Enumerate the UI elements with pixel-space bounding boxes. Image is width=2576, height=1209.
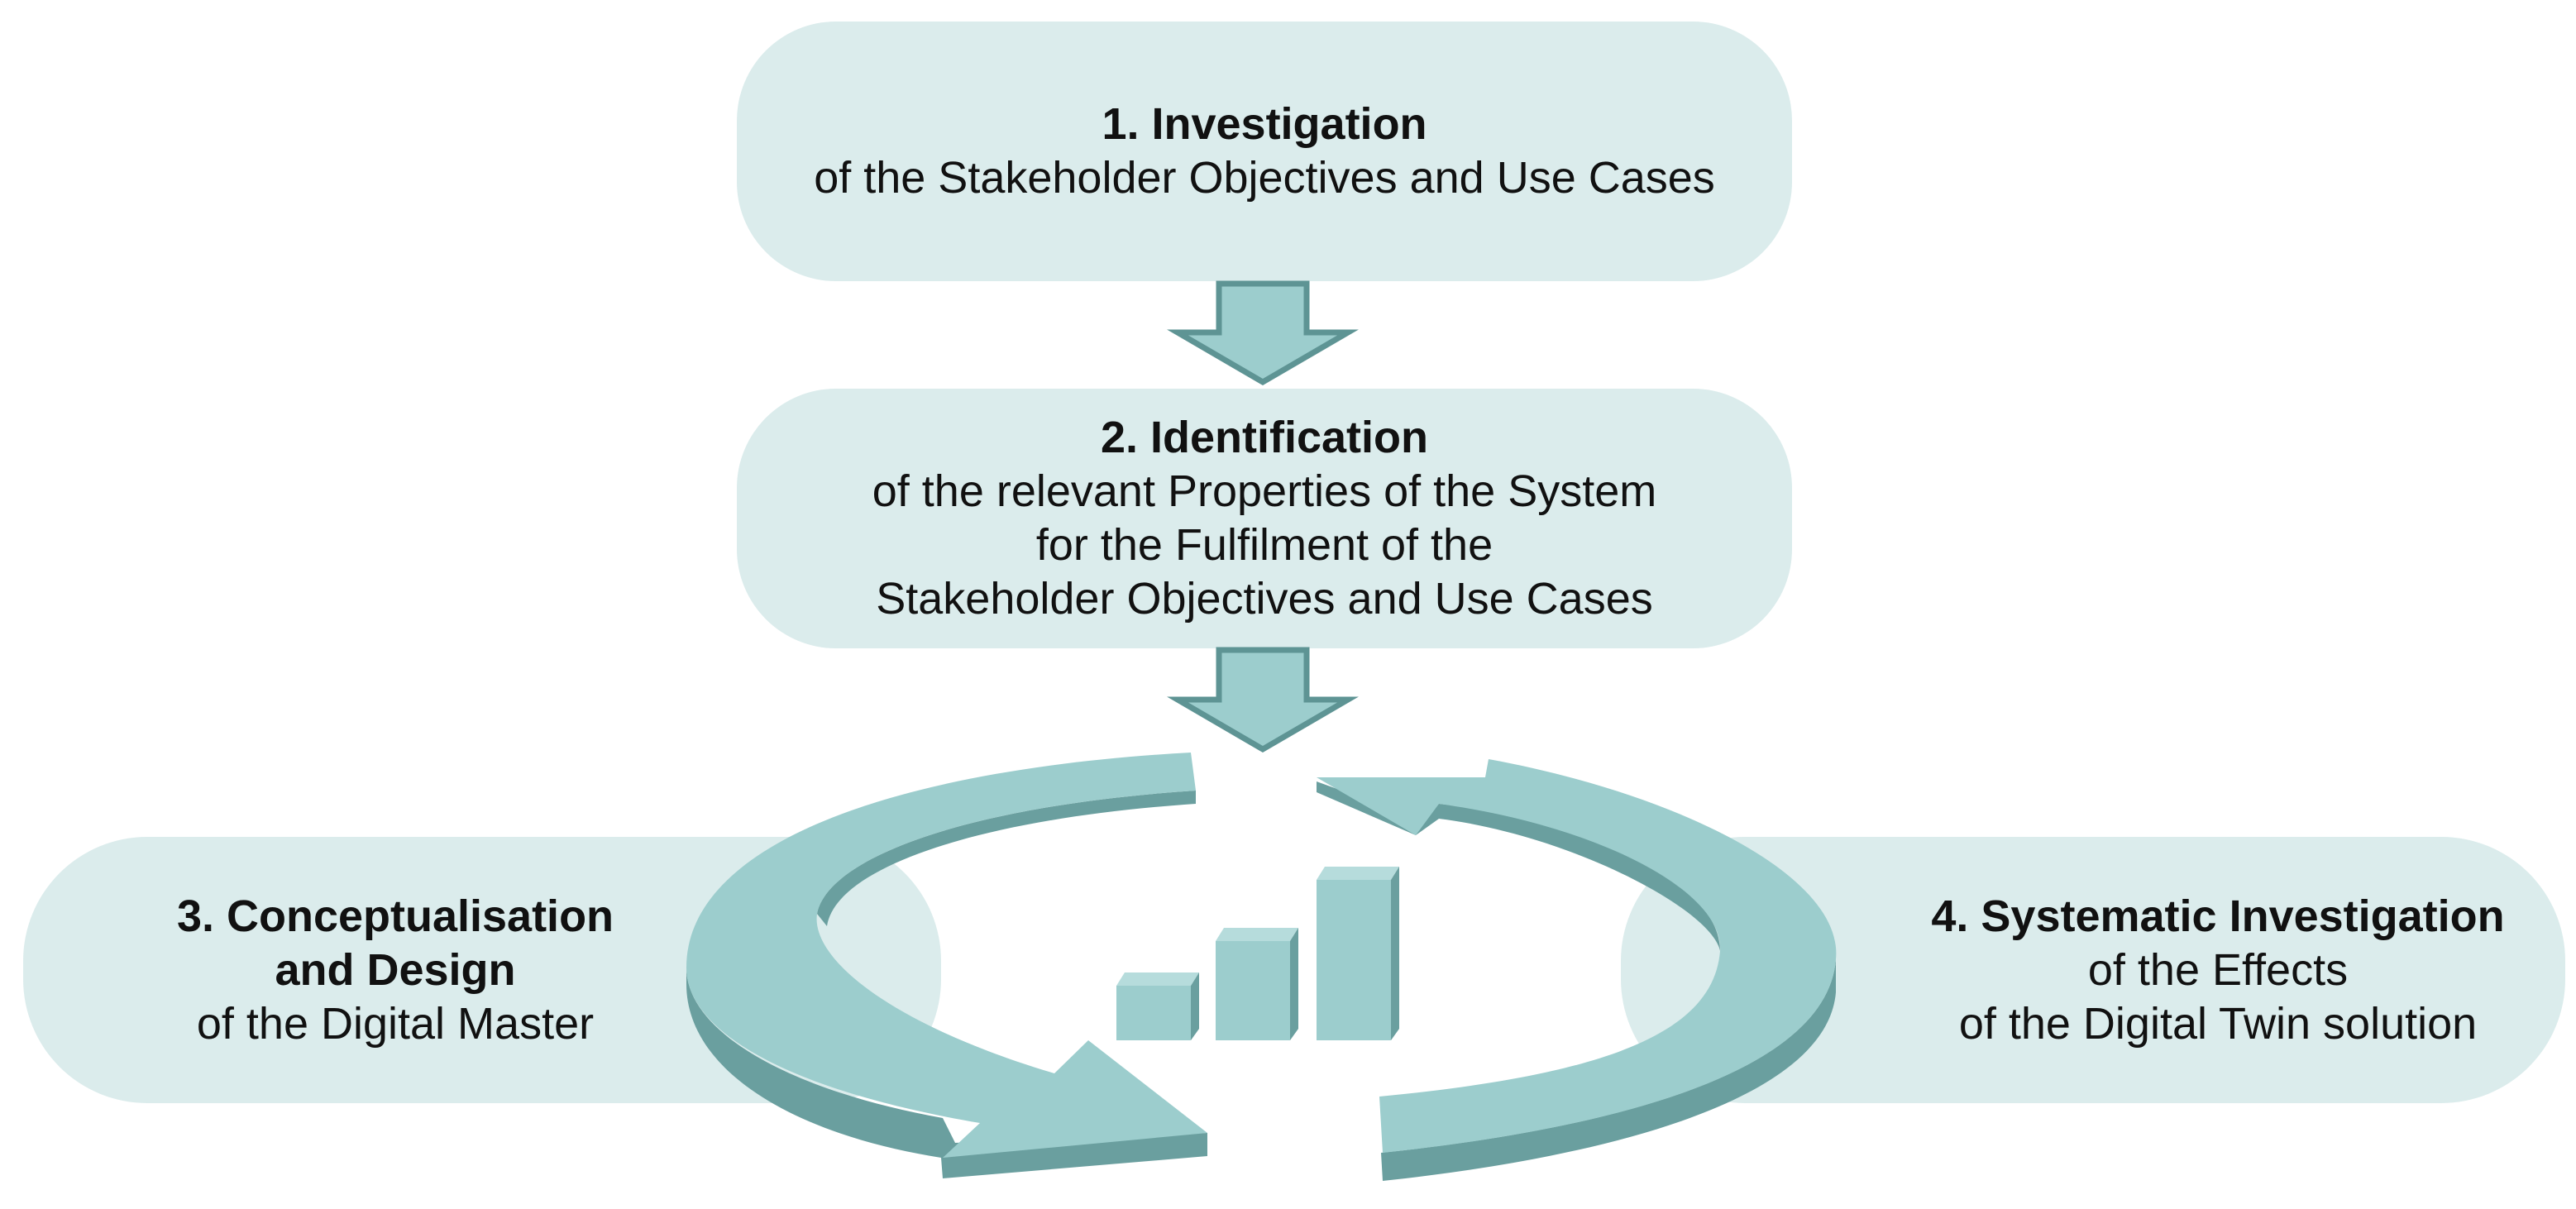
step-1-line-1: of the Stakeholder Objectives and Use Ca… (814, 153, 1715, 203)
step-3-content: 3. Conceptualisation and Design of the D… (73, 890, 718, 1050)
cycle-arrow-right-icon (1317, 759, 1837, 1181)
step-2-title: 2. Identification (1100, 413, 1429, 463)
step-4-line-1: of the Effects (2087, 944, 2349, 995)
step-2-box: 2. Identification of the relevant Proper… (737, 389, 1792, 648)
step-3-title-line-1: 3. Conceptualisation (176, 891, 614, 941)
step-3-line-1: of the Digital Master (196, 998, 595, 1049)
down-arrow-icon (1167, 280, 1359, 386)
step-1-title: 1. Investigation (1102, 99, 1427, 150)
step-1-box: 1. Investigation of the Stakeholder Obje… (737, 22, 1792, 281)
step-2-line-3: Stakeholder Objectives and Use Cases (876, 573, 1653, 624)
step-4-line-2: of the Digital Twin solution (1958, 998, 2478, 1049)
step-4-title: 4. Systematic Investigation (1931, 891, 2505, 941)
step-3-title-line-2: and Design (275, 944, 516, 995)
step-2-line-2: for the Fulfilment of the (1035, 520, 1494, 570)
step-4-content: 4. Systematic Investigation of the Effec… (1887, 890, 2549, 1050)
bar-chart-icon (1116, 867, 1399, 1040)
cycle-arrow-left-icon (686, 753, 1207, 1178)
down-arrow-icon (1167, 647, 1359, 753)
step-2-line-1: of the relevant Properties of the System (872, 466, 1657, 517)
